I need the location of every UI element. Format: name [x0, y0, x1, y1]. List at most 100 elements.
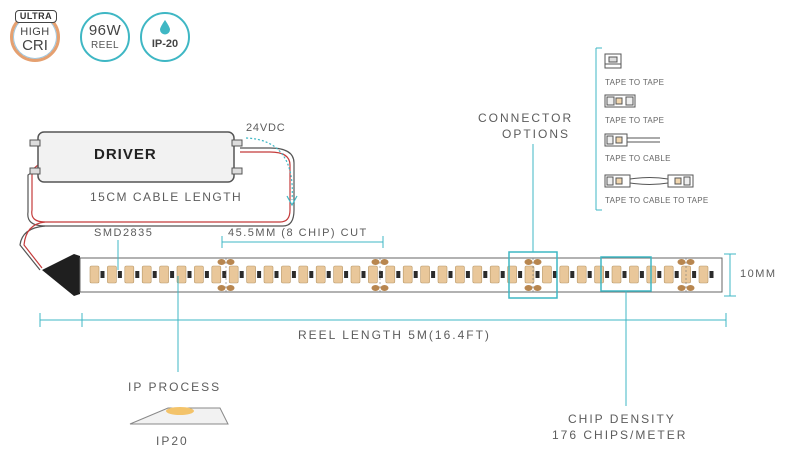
led-chip	[455, 265, 465, 284]
resistor	[239, 271, 244, 278]
cable-length-label: 15CM CABLE LENGTH	[90, 190, 243, 204]
led-chip	[159, 265, 169, 284]
cut-length-label: 45.5MM (8 CHIP) CUT	[228, 227, 368, 239]
resistor	[692, 271, 697, 278]
resistor	[605, 271, 610, 278]
strip-end-cap	[42, 254, 80, 296]
copper-pad	[686, 285, 695, 291]
voltage-arrow	[245, 137, 293, 201]
led-chip	[576, 265, 587, 284]
ip20-chip-illustration	[129, 407, 229, 425]
copper-pad	[533, 259, 542, 265]
resistor	[152, 271, 157, 278]
copper-pad	[217, 259, 226, 265]
resistor	[204, 271, 209, 278]
chip-density-value: 176 CHIPS/METER	[552, 428, 688, 442]
led-chip	[542, 265, 552, 284]
tape-to-tape-icon-1	[604, 53, 622, 69]
resistor	[187, 271, 192, 278]
led-chip	[107, 265, 117, 284]
chip-row	[89, 265, 714, 284]
resistor	[639, 271, 644, 278]
water-drop-icon	[160, 20, 170, 35]
copper-pad	[226, 285, 235, 291]
resistor	[674, 271, 679, 278]
chip-density-title: CHIP DENSITY	[568, 412, 676, 426]
led-chip	[611, 265, 622, 284]
wattage-badge: 96W REEL	[80, 12, 130, 62]
copper-pad	[686, 259, 695, 265]
copper-pad	[226, 259, 235, 265]
resistor	[431, 271, 436, 278]
resistor	[326, 271, 331, 278]
led-chip	[89, 265, 100, 284]
resistor	[117, 271, 122, 278]
copper-pad	[677, 259, 686, 265]
resistor	[657, 271, 662, 278]
copper-pad	[217, 285, 226, 291]
led-chip	[368, 265, 378, 284]
chip-type-label: SMD2835	[94, 227, 154, 239]
connector-options-title-1: CONNECTOR	[478, 111, 574, 125]
connector-option-label: TAPE TO TAPE	[605, 116, 665, 125]
high-label: HIGH	[20, 26, 50, 38]
led-chip	[298, 265, 309, 284]
led-chip	[176, 265, 187, 284]
connector-option-label: TAPE TO TAPE	[605, 78, 665, 87]
resistor	[170, 271, 175, 278]
led-chip	[472, 265, 483, 284]
resistor	[500, 271, 505, 278]
resistor	[709, 271, 714, 278]
led-chip	[315, 265, 326, 284]
led-chip	[437, 265, 448, 284]
resistor	[274, 271, 279, 278]
led-chip	[402, 265, 413, 284]
resistor	[309, 271, 314, 278]
led-chip	[507, 265, 517, 284]
resistor	[622, 271, 627, 278]
led-chip	[263, 265, 274, 284]
driver-label: DRIVER	[94, 146, 157, 163]
resistor	[135, 271, 140, 278]
tape-to-cable-to-tape-icon	[604, 174, 694, 188]
copper-pad	[380, 259, 389, 265]
resistor	[535, 271, 540, 278]
tape-to-tape-icon-2	[604, 94, 636, 108]
resistor	[257, 271, 262, 278]
copper-pad	[371, 259, 380, 265]
copper-pad	[371, 285, 380, 291]
led-chip	[194, 265, 204, 284]
led-chip	[629, 265, 639, 284]
resistor	[448, 271, 453, 278]
ip-process-title: IP PROCESS	[128, 380, 222, 394]
resistor	[552, 271, 557, 278]
led-chip	[663, 265, 674, 284]
cut-marks	[217, 258, 695, 292]
resistor	[518, 271, 523, 278]
resistor	[483, 271, 488, 278]
led-chip	[228, 265, 239, 284]
cri-label: CRI	[22, 37, 48, 54]
reel-length-label: REEL LENGTH 5M(16.4FT)	[298, 328, 491, 342]
ip-rating-label: IP20	[156, 434, 189, 448]
wattage-label: 96W	[88, 22, 122, 39]
led-chip	[141, 265, 152, 284]
resistor	[587, 271, 592, 278]
resistor	[222, 271, 227, 278]
resistor	[465, 271, 470, 278]
led-chip	[246, 265, 256, 284]
resistor	[291, 271, 296, 278]
connector-options-title-2: OPTIONS	[502, 127, 571, 141]
ip-label: IP-20	[151, 38, 179, 50]
copper-pad	[677, 285, 686, 291]
led-chip	[385, 265, 396, 284]
led-chip	[698, 265, 709, 284]
power-cable	[31, 151, 291, 223]
high-cri-badge: ULTRA HIGH CRI	[10, 10, 60, 62]
resistor	[378, 271, 383, 278]
ultra-label: ULTRA	[15, 10, 57, 23]
resistor	[100, 271, 105, 278]
led-chip	[524, 265, 535, 284]
reel-label: REEL	[90, 40, 120, 51]
